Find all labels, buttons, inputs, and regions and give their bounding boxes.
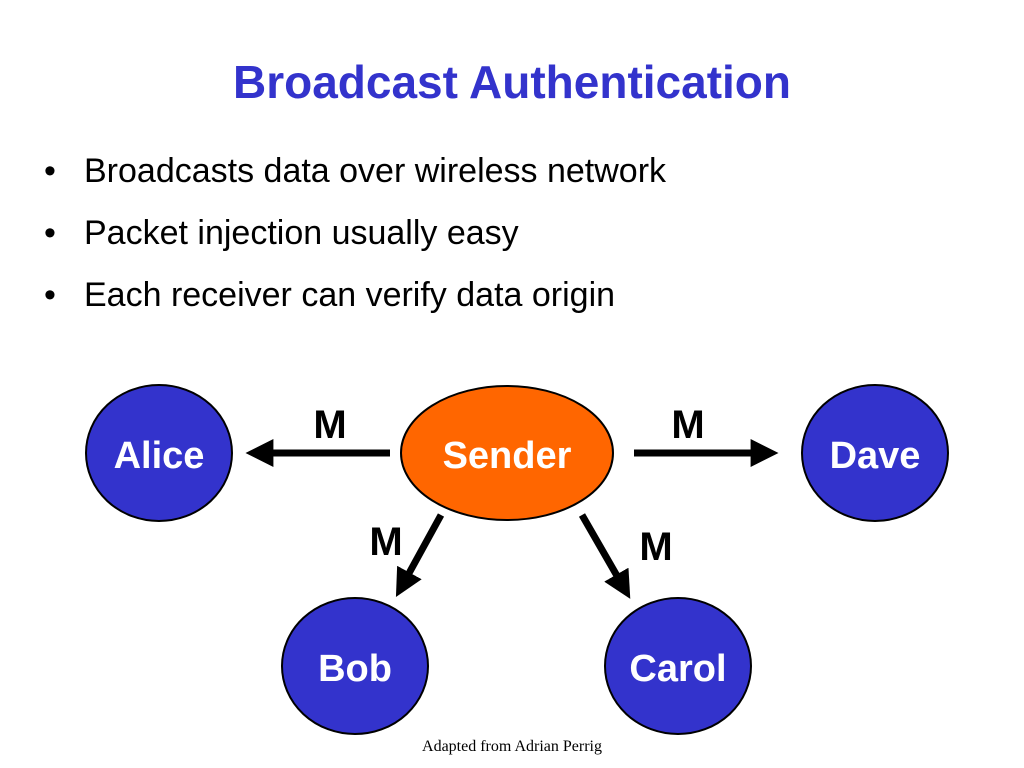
edge-label-alice: M (313, 403, 346, 447)
bullet-item: • Packet injection usually easy (44, 202, 666, 264)
bullet-text: Packet injection usually easy (84, 214, 519, 252)
slide-title: Broadcast Authentication (232, 56, 792, 108)
bullet-dot-icon: • (44, 152, 56, 190)
edge-label-carol: M (639, 525, 672, 569)
edge-label-dave: M (671, 403, 704, 447)
node-alice (85, 384, 233, 522)
bullet-text: Broadcasts data over wireless network (84, 152, 667, 190)
node-alice-label: Alice (114, 435, 205, 477)
node-dave-label: Dave (830, 435, 921, 477)
bullet-list: • Broadcasts data over wireless network … (44, 140, 666, 326)
node-sender (400, 385, 614, 521)
node-sender-label: Sender (443, 435, 572, 477)
bullet-item: • Each receiver can verify data origin (44, 264, 666, 326)
arrow-sender-to-bob (395, 513, 445, 598)
bullet-item: • Broadcasts data over wireless network (44, 140, 666, 202)
node-bob (281, 597, 429, 735)
bullet-dot-icon: • (44, 214, 56, 252)
node-bob-label: Bob (318, 648, 392, 690)
node-carol-label: Carol (629, 648, 726, 690)
arrow-sender-to-carol (578, 513, 631, 599)
bullet-dot-icon: • (44, 276, 56, 314)
slide-footer-credit: Adapted from Adrian Perrig (422, 738, 602, 755)
bullet-text: Each receiver can verify data origin (84, 276, 616, 314)
edge-label-bob: M (369, 520, 402, 564)
node-dave (801, 384, 949, 522)
node-carol (604, 597, 752, 735)
